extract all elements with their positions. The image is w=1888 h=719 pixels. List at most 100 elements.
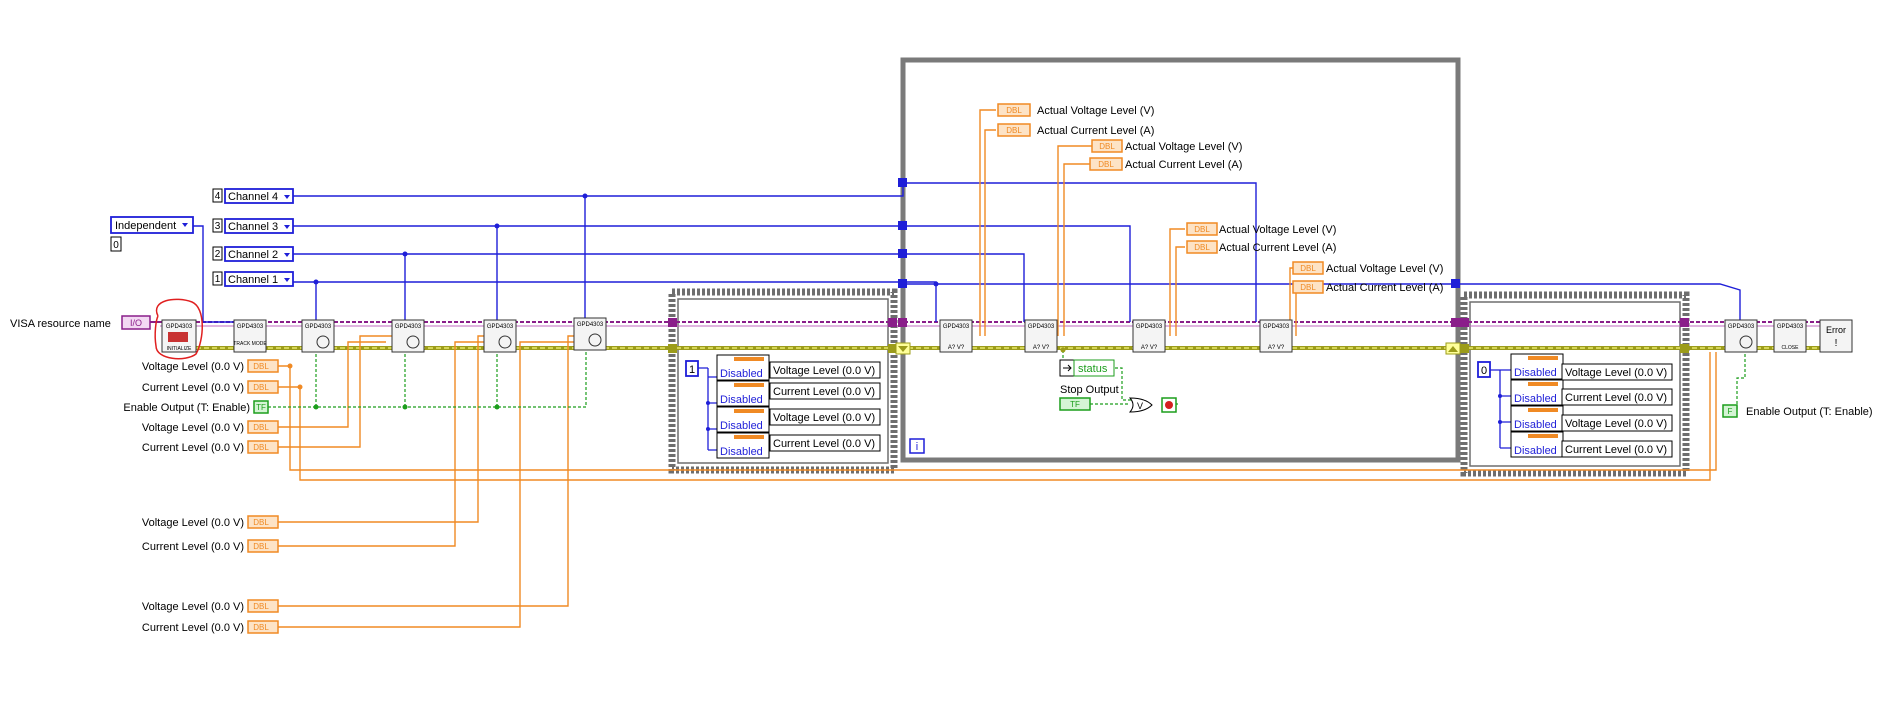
svg-text:Voltage Level (0.0 V): Voltage Level (0.0 V)	[1565, 418, 1667, 430]
subvi-configure-2[interactable]: GPD4303	[391, 319, 425, 353]
svg-text:CLOSE: CLOSE	[1782, 345, 1800, 351]
svg-text:DBL: DBL	[253, 443, 269, 452]
svg-text:Disabled: Disabled	[1514, 419, 1557, 431]
svg-text:DBL: DBL	[1098, 160, 1114, 169]
current-level-control-2: Current Level (0.0 V) DBL	[142, 440, 279, 454]
cluster-left-row-2: Disabled Current Level (0.0 V)	[716, 380, 881, 407]
svg-text:Voltage Level (0.0 V): Voltage Level (0.0 V)	[142, 361, 244, 373]
actual-current-indicator-1: DBL Actual Current Level (A)	[997, 123, 1154, 137]
cluster-right-row-3: Disabled Voltage Level (0.0 V)	[1510, 405, 1673, 432]
svg-text:GPD4303: GPD4303	[1028, 324, 1055, 330]
loop-indicators[interactable]: DBL Actual Voltage Level (V) DBL Actual …	[997, 103, 1443, 294]
svg-text:Actual Current Level (A): Actual Current Level (A)	[1037, 125, 1154, 137]
final-enable-output-constant[interactable]: F Enable Output (T: Enable)	[1722, 404, 1873, 418]
subvi-measure-4[interactable]: GPD4303 A? V?	[1259, 319, 1293, 353]
numeric-wires	[278, 109, 1717, 628]
svg-text:GPD4303: GPD4303	[166, 324, 193, 330]
svg-text:DBL: DBL	[1006, 126, 1022, 135]
svg-text:DBL: DBL	[1194, 243, 1210, 252]
visa-resource-label: VISA resource name	[10, 318, 111, 330]
or-function[interactable]: V	[1128, 397, 1153, 413]
svg-text:GPD4303: GPD4303	[237, 324, 264, 330]
subvi-configure-4[interactable]: GPD4303	[573, 317, 607, 351]
voltage-level-control-2: Voltage Level (0.0 V) DBL	[142, 420, 279, 434]
svg-text:Actual Voltage Level (V): Actual Voltage Level (V)	[1125, 141, 1242, 153]
svg-text:TRACK MODE: TRACK MODE	[233, 341, 267, 347]
svg-text:Actual Voltage Level (V): Actual Voltage Level (V)	[1326, 263, 1443, 275]
svg-text:DBL: DBL	[253, 542, 269, 551]
svg-text:GPD4303: GPD4303	[487, 324, 514, 330]
actual-current-indicator-2: DBL Actual Current Level (A)	[1089, 157, 1242, 171]
svg-text:Current Level (0.0 V): Current Level (0.0 V)	[142, 382, 244, 394]
svg-text:Disabled: Disabled	[720, 368, 763, 380]
svg-text:!: !	[1835, 338, 1838, 349]
svg-text:status: status	[1078, 363, 1108, 375]
svg-text:DBL: DBL	[253, 423, 269, 432]
svg-text:DBL: DBL	[253, 602, 269, 611]
channel-constants[interactable]: 4 Channel 4 3 Channel 3 2 Channel 2 1 Ch…	[212, 188, 294, 287]
svg-text:TF: TF	[1070, 400, 1080, 409]
svg-text:Channel 4: Channel 4	[228, 191, 278, 203]
subvi-configure-final[interactable]: GPD4303	[1724, 319, 1758, 353]
svg-text:A? V?: A? V?	[1268, 345, 1285, 351]
svg-text:DBL: DBL	[253, 383, 269, 392]
subvi-close[interactable]: GPD4303 CLOSE	[1773, 319, 1807, 353]
svg-text:A? V?: A? V?	[948, 345, 965, 351]
voltage-level-control-1: Voltage Level (0.0 V) DBL	[142, 359, 279, 373]
svg-text:Enable Output (T: Enable): Enable Output (T: Enable)	[123, 402, 250, 414]
actual-current-indicator-3: DBL Actual Current Level (A)	[1186, 240, 1336, 254]
error-handler-subvi[interactable]: Error !	[1819, 319, 1853, 353]
svg-text:Voltage Level (0.0 V): Voltage Level (0.0 V)	[773, 365, 875, 377]
actual-voltage-indicator-3: DBL Actual Voltage Level (V)	[1186, 222, 1336, 236]
stop-output-control[interactable]: Stop Output TF	[1059, 384, 1119, 411]
cluster-left-row-1: Disabled Voltage Level (0.0 V)	[716, 354, 881, 381]
svg-text:Current Level (0.0 V): Current Level (0.0 V)	[142, 622, 244, 634]
cluster-right[interactable]: 0 Disabled Voltage Level (0.0 V) Disable…	[1477, 353, 1673, 458]
while-loop[interactable]	[900, 57, 1461, 463]
mode-enum-control[interactable]: Independent 0	[110, 216, 194, 252]
subvi-initialize[interactable]: GPD4303 INITIALIZE	[161, 319, 197, 353]
highlight-circle	[154, 298, 203, 360]
svg-text:Actual Voltage Level (V): Actual Voltage Level (V)	[1037, 105, 1154, 117]
status-unbundle[interactable]: status	[1059, 359, 1115, 377]
svg-text:GPD4303: GPD4303	[577, 322, 604, 328]
svg-text:DBL: DBL	[253, 623, 269, 632]
svg-text:Disabled: Disabled	[1514, 367, 1557, 379]
svg-text:Channel 2: Channel 2	[228, 249, 278, 261]
subvi-measure-2[interactable]: GPD4303 A? V?	[1024, 319, 1058, 353]
svg-text:Current Level (0.0 V): Current Level (0.0 V)	[142, 442, 244, 454]
svg-text:A? V?: A? V?	[1141, 345, 1158, 351]
svg-text:DBL: DBL	[253, 362, 269, 371]
svg-text:Voltage Level (0.0 V): Voltage Level (0.0 V)	[142, 601, 244, 613]
stop-condition-terminal[interactable]	[1161, 397, 1177, 413]
cluster-left[interactable]: 1 Disabled Voltage Level (0.0 V) Disable…	[685, 354, 881, 459]
svg-text:0: 0	[1481, 365, 1487, 377]
numeric-controls[interactable]: Voltage Level (0.0 V) DBL Current Level …	[123, 359, 279, 634]
channel-4-constant: 4 Channel 4	[212, 188, 294, 204]
actual-current-indicator-4: DBL Actual Current Level (A)	[1292, 280, 1443, 294]
visa-resource-control[interactable]: VISA resource name I/O	[10, 315, 160, 330]
channel-1-constant: 1 Channel 1	[212, 271, 294, 287]
channel-wires	[193, 182, 1741, 330]
svg-text:Voltage Level (0.0 V): Voltage Level (0.0 V)	[142, 517, 244, 529]
svg-text:DBL: DBL	[253, 518, 269, 527]
subvi-measure-1[interactable]: GPD4303 A? V?	[939, 319, 973, 353]
svg-text:A? V?: A? V?	[1033, 345, 1050, 351]
subvi-configure-1[interactable]: GPD4303	[301, 319, 335, 353]
svg-text:Disabled: Disabled	[1514, 393, 1557, 405]
actual-voltage-indicator-2: DBL Actual Voltage Level (V)	[1091, 139, 1242, 153]
current-level-control-4: Current Level (0.0 V) DBL	[142, 620, 279, 634]
subvi-track-mode[interactable]: GPD4303 TRACK MODE	[233, 319, 267, 353]
subvi-measure-3[interactable]: GPD4303 A? V?	[1132, 319, 1166, 353]
enable-output-control: Enable Output (T: Enable) TF	[123, 400, 269, 414]
svg-text:GPD4303: GPD4303	[395, 324, 422, 330]
subvi-configure-3[interactable]: GPD4303	[483, 319, 517, 353]
svg-text:1: 1	[215, 274, 221, 285]
svg-text:Actual Current Level (A): Actual Current Level (A)	[1125, 159, 1242, 171]
resource-wire	[160, 321, 1820, 327]
svg-text:GPD4303: GPD4303	[305, 324, 332, 330]
svg-text:DBL: DBL	[1099, 142, 1115, 151]
svg-text:V: V	[1137, 401, 1143, 411]
svg-text:Actual Current Level (A): Actual Current Level (A)	[1326, 282, 1443, 294]
sequence-frame-right[interactable]	[1460, 291, 1690, 477]
